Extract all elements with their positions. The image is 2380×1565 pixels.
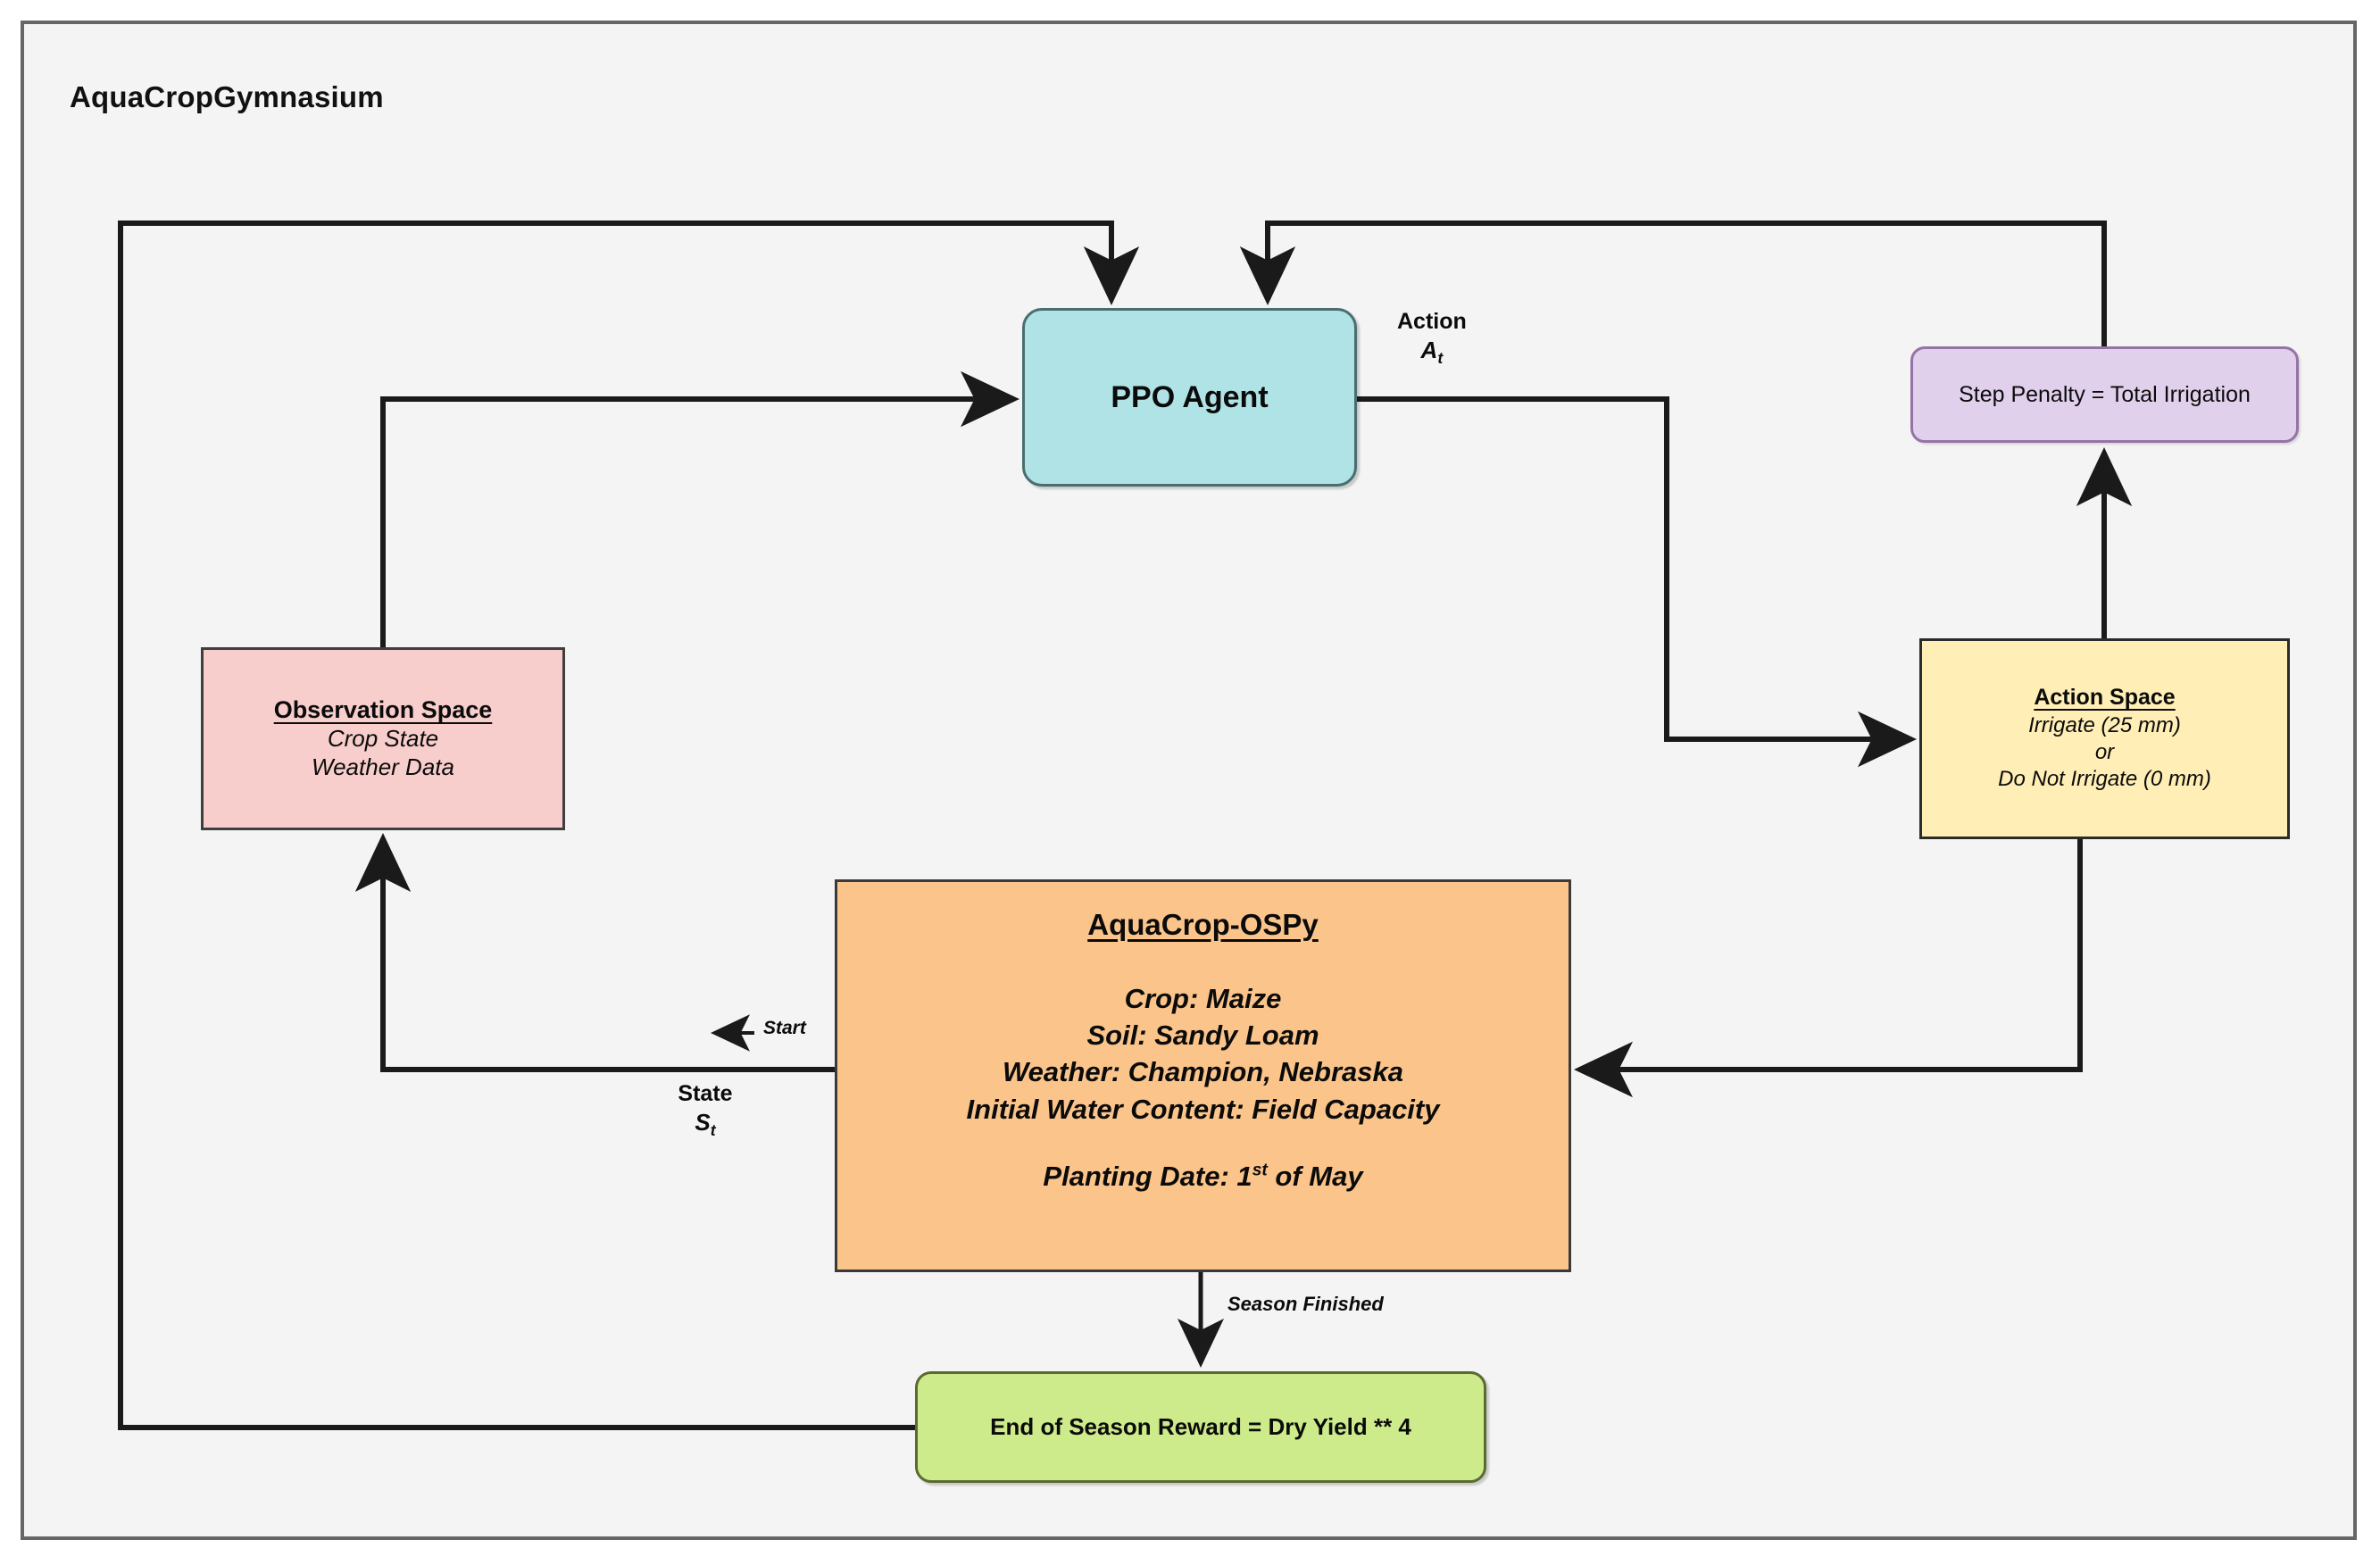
node-action-space[interactable]: Action Space Irrigate (25 mm) or Do Not … <box>1919 638 2290 839</box>
action-space-title: Action Space <box>2034 685 2176 711</box>
node-aquacrop-ospy[interactable]: AquaCrop-OSPy Crop: Maize Soil: Sandy Lo… <box>835 879 1571 1272</box>
aquacrop-initial-water-content: Initial Water Content: Field Capacity <box>966 1093 1440 1125</box>
page-title: AquaCropGymnasium <box>70 80 384 113</box>
aquacrop-weather: Weather: Champion, Nebraska <box>1002 1056 1404 1088</box>
edge-label-state: State St <box>652 1080 759 1141</box>
edge-label-state-title: State <box>678 1081 733 1106</box>
edge-label-action: Action At <box>1397 308 1467 369</box>
ppo-agent-label: PPO Agent <box>1111 379 1269 414</box>
step-penalty-label: Step Penalty = Total Irrigation <box>1959 381 2251 407</box>
edge-label-action-symbol: At <box>1420 337 1444 368</box>
edge-label-state-symbol: St <box>695 1109 716 1140</box>
aquacrop-planting-ordinal: st <box>1252 1161 1268 1180</box>
action-space-line-2: or <box>2094 740 2115 765</box>
action-space-line-1: Irrigate (25 mm) <box>2028 712 2181 737</box>
node-end-of-season-reward[interactable]: End of Season Reward = Dry Yield ** 4 <box>915 1371 1486 1483</box>
observation-space-line-1: Crop State <box>327 725 439 753</box>
aquacrop-planting-date: Planting Date: 1st of May <box>1043 1160 1363 1192</box>
edge-label-action-title: Action <box>1397 309 1467 334</box>
node-ppo-agent[interactable]: PPO Agent <box>1022 308 1357 487</box>
edge-label-start: Start <box>763 1018 806 1038</box>
observation-space-line-2: Weather Data <box>312 753 454 780</box>
action-space-line-3: Do Not Irrigate (0 mm) <box>1998 767 2211 792</box>
edge-label-season-finished: Season Finished <box>1227 1293 1384 1315</box>
observation-space-title: Observation Space <box>273 696 493 724</box>
aquacrop-title: AquaCrop-OSPy <box>1087 908 1319 941</box>
aquacrop-soil: Soil: Sandy Loam <box>1086 1020 1319 1052</box>
node-step-penalty[interactable]: Step Penalty = Total Irrigation <box>1910 346 2299 443</box>
node-observation-space[interactable]: Observation Space Crop State Weather Dat… <box>201 647 565 830</box>
reward-label: End of Season Reward = Dry Yield ** 4 <box>990 1413 1411 1440</box>
aquacrop-crop: Crop: Maize <box>1124 982 1282 1014</box>
